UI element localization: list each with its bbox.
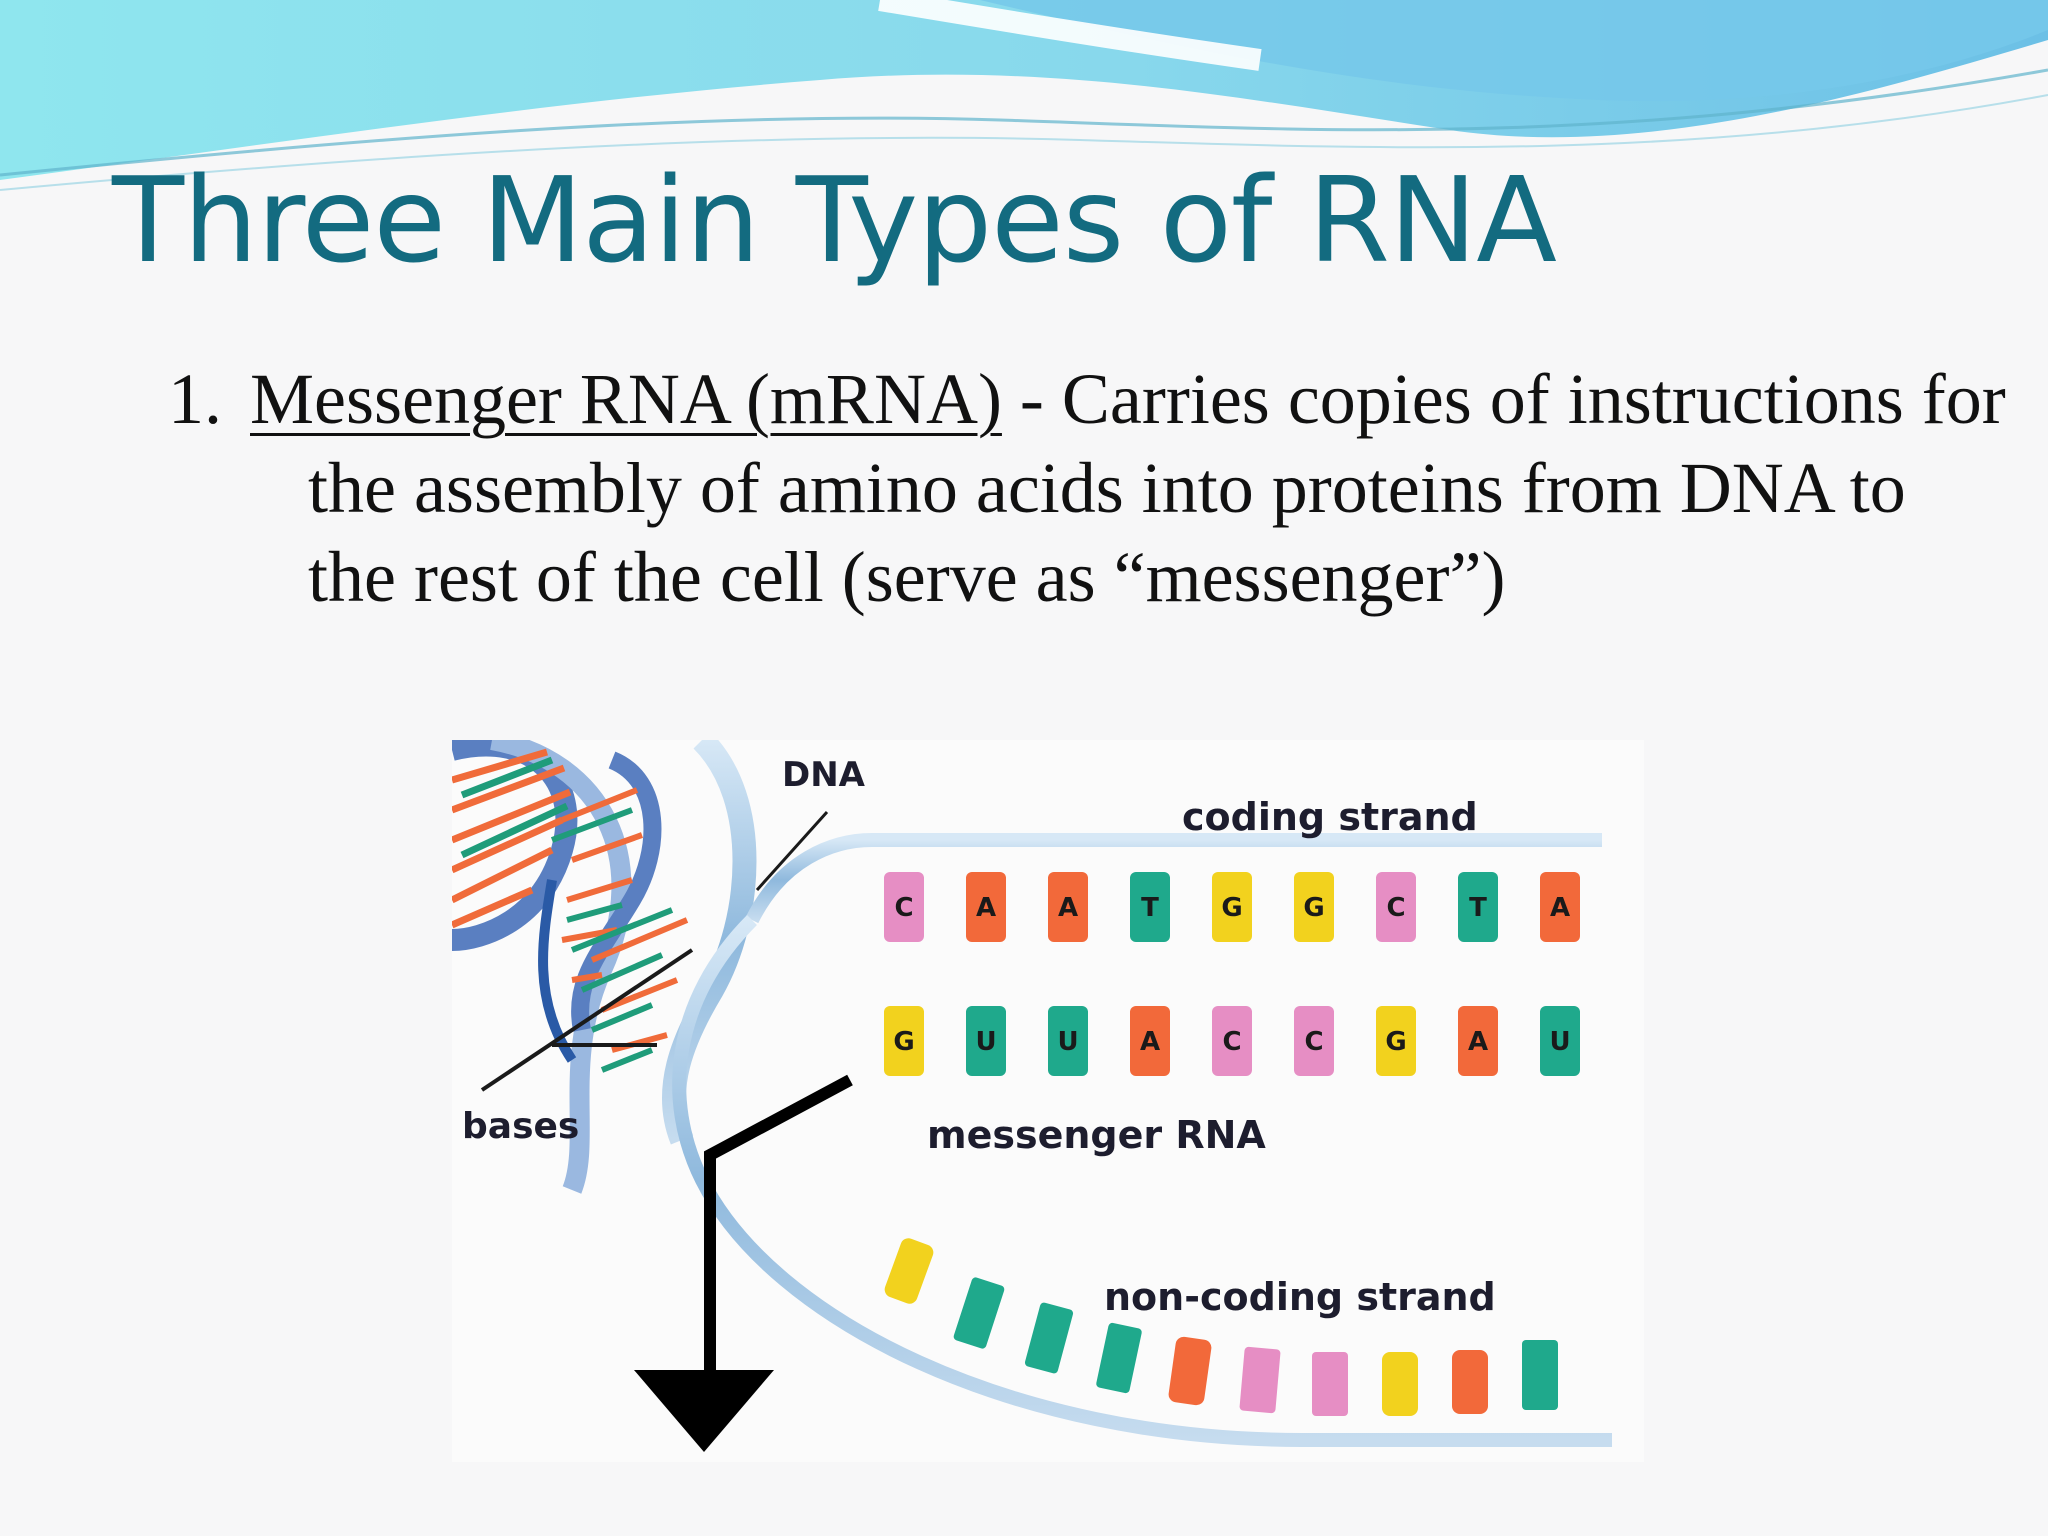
bases-label: bases xyxy=(462,1106,579,1147)
messenger-rna-base-block xyxy=(1130,1006,1170,1076)
mrna-description: - Carries copies of instructions for the… xyxy=(308,359,2006,617)
coding-strand-base-letter: C xyxy=(894,893,913,923)
coding-strand-base-letter: T xyxy=(1469,893,1487,923)
slide-title: Three Main Types of RNA xyxy=(112,151,1557,289)
coding-strand-base-block xyxy=(1130,872,1170,942)
messenger-rna-base-letter: A xyxy=(1468,1027,1488,1057)
messenger-rna-base-block xyxy=(1376,1006,1416,1076)
coding-strand-label: coding strand xyxy=(1182,795,1478,839)
transcription-arrow xyxy=(634,1074,853,1452)
messenger-rna-base-block xyxy=(1212,1006,1252,1076)
messenger-rna-base-letter: C xyxy=(1304,1027,1323,1057)
coding-strand-base-block xyxy=(1294,872,1334,942)
coding-strand-base-block xyxy=(1376,872,1416,942)
messenger-rna-base-block xyxy=(1294,1006,1334,1076)
coding-strand-base-letter: G xyxy=(1221,893,1242,923)
coding-strand-base-letter: A xyxy=(1550,893,1570,923)
bases-pointer-1 xyxy=(480,948,694,1092)
body-text: 1. Messenger RNA (mRNA) - Carries copies … xyxy=(168,355,2008,622)
messenger-rna-base-letter: G xyxy=(1385,1027,1406,1057)
non-coding-strand-label: non-coding strand xyxy=(1104,1275,1496,1319)
coding-strand-base-letter: A xyxy=(1058,893,1078,923)
mrna-term: Messenger RNA (mRNA) xyxy=(250,359,1002,439)
messenger-rna-base-block xyxy=(1458,1006,1498,1076)
mrna-transcription-diagram: C A A T G G C T A G U U A C C G A U DNA coding strand me… xyxy=(452,740,1644,1462)
coding-strand-base-letter: G xyxy=(1303,893,1324,923)
messenger-rna-base-letter: G xyxy=(893,1027,914,1057)
messenger-rna-base-block xyxy=(884,1006,924,1076)
coding-strand-base-block xyxy=(1540,872,1580,942)
dna-label: DNA xyxy=(782,755,866,795)
messenger-rna-base-letter: U xyxy=(975,1027,996,1057)
messenger-rna-base-letter: U xyxy=(1057,1027,1078,1057)
messenger-rna-base-letter: C xyxy=(1222,1027,1241,1057)
coding-strand-base-block xyxy=(1458,872,1498,942)
coding-strand-base-block xyxy=(1212,872,1252,942)
dna-label-pointer xyxy=(755,810,829,892)
list-item: 1. Messenger RNA (mRNA) - Carries copies … xyxy=(168,355,2008,622)
messenger-rna-base-block xyxy=(1540,1006,1580,1076)
coding-strand-base-block xyxy=(966,872,1006,942)
messenger-rna-label: messenger RNA xyxy=(927,1113,1266,1157)
coding-strand-base-block xyxy=(884,872,924,942)
list-number: 1. xyxy=(168,359,222,439)
non-coding-strand-bases xyxy=(884,1238,1558,1416)
messenger-rna-base-block xyxy=(1048,1006,1088,1076)
header-wave-decoration xyxy=(0,0,2048,191)
coding-strand-backbone xyxy=(745,833,1602,924)
diagram-svg: C A A T G G C T A G U U A C C G A U DNA coding strand me… xyxy=(452,740,1642,1452)
messenger-rna-base-block xyxy=(966,1006,1006,1076)
coding-strand-base-letter: C xyxy=(1386,893,1405,923)
non-coding-strand-backbone xyxy=(672,915,1612,1447)
coding-strand-base-letter: T xyxy=(1141,893,1159,923)
coding-strand-base-letter: A xyxy=(976,893,996,923)
messenger-rna-base-letter: U xyxy=(1549,1027,1570,1057)
coding-strand-base-block xyxy=(1048,872,1088,942)
messenger-rna-base-letter: A xyxy=(1140,1027,1160,1057)
